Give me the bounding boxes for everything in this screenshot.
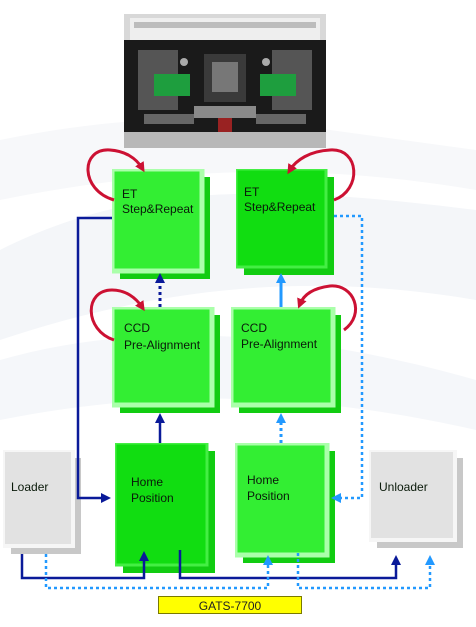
home-position-left: Home Position (115, 443, 215, 573)
home-right-line1: Home (247, 473, 280, 487)
et-left-line2: Step&Repeat (122, 202, 194, 216)
ccd-right-shape (231, 307, 341, 413)
ccd-left-line2: Pre-Alignment (124, 338, 201, 352)
home-position-right: Home Position (235, 443, 335, 563)
loader-label: Loader (11, 480, 49, 494)
ccd-left-line1: CCD (124, 321, 150, 335)
home-left-line2: Position (131, 491, 174, 505)
et-right-shape (236, 169, 334, 275)
et-left-line1: ET (122, 187, 138, 201)
et-left-shape (112, 169, 210, 279)
et-step-repeat-right: ET Step&Repeat (236, 169, 334, 275)
home-left-line1: Home (131, 475, 164, 489)
ccd-right-line2: Pre-Alignment (241, 337, 318, 351)
line-loader-bottom-light (44, 554, 273, 590)
self-loop-ccd-right (297, 284, 357, 332)
unloader-box-shape (369, 450, 463, 548)
ccd-right-line1: CCD (241, 321, 267, 335)
unloader-box: Unloader (369, 450, 463, 548)
self-loop-ccd-left (89, 288, 145, 342)
home-right-line2: Position (247, 489, 290, 503)
line-et-right-to-home-right (331, 214, 364, 503)
machine-photo-icon (124, 14, 326, 148)
loader-box-shape (3, 450, 81, 554)
ccd-pre-alignment-right: CCD Pre-Alignment (231, 307, 341, 413)
self-loop-et-right (287, 148, 356, 202)
gats-label: GATS-7700 (158, 596, 302, 614)
home-right-shape (235, 443, 335, 563)
ccd-left-shape (112, 307, 220, 413)
home-left-shape (115, 443, 215, 573)
self-loop-et-left (86, 148, 145, 202)
et-step-repeat-left: ET Step&Repeat (112, 169, 210, 279)
et-right-line1: ET (244, 185, 260, 199)
line-home-left-to-unloader (178, 550, 401, 580)
et-right-line2: Step&Repeat (244, 200, 316, 214)
line-home-right-to-unloader-light (296, 553, 435, 590)
loader-box: Loader (3, 450, 81, 554)
ccd-pre-alignment-left: CCD Pre-Alignment (112, 307, 220, 413)
unloader-label: Unloader (379, 480, 428, 494)
line-loader-bottom-dark (20, 551, 149, 580)
line-loader-to-home-left (76, 216, 112, 503)
